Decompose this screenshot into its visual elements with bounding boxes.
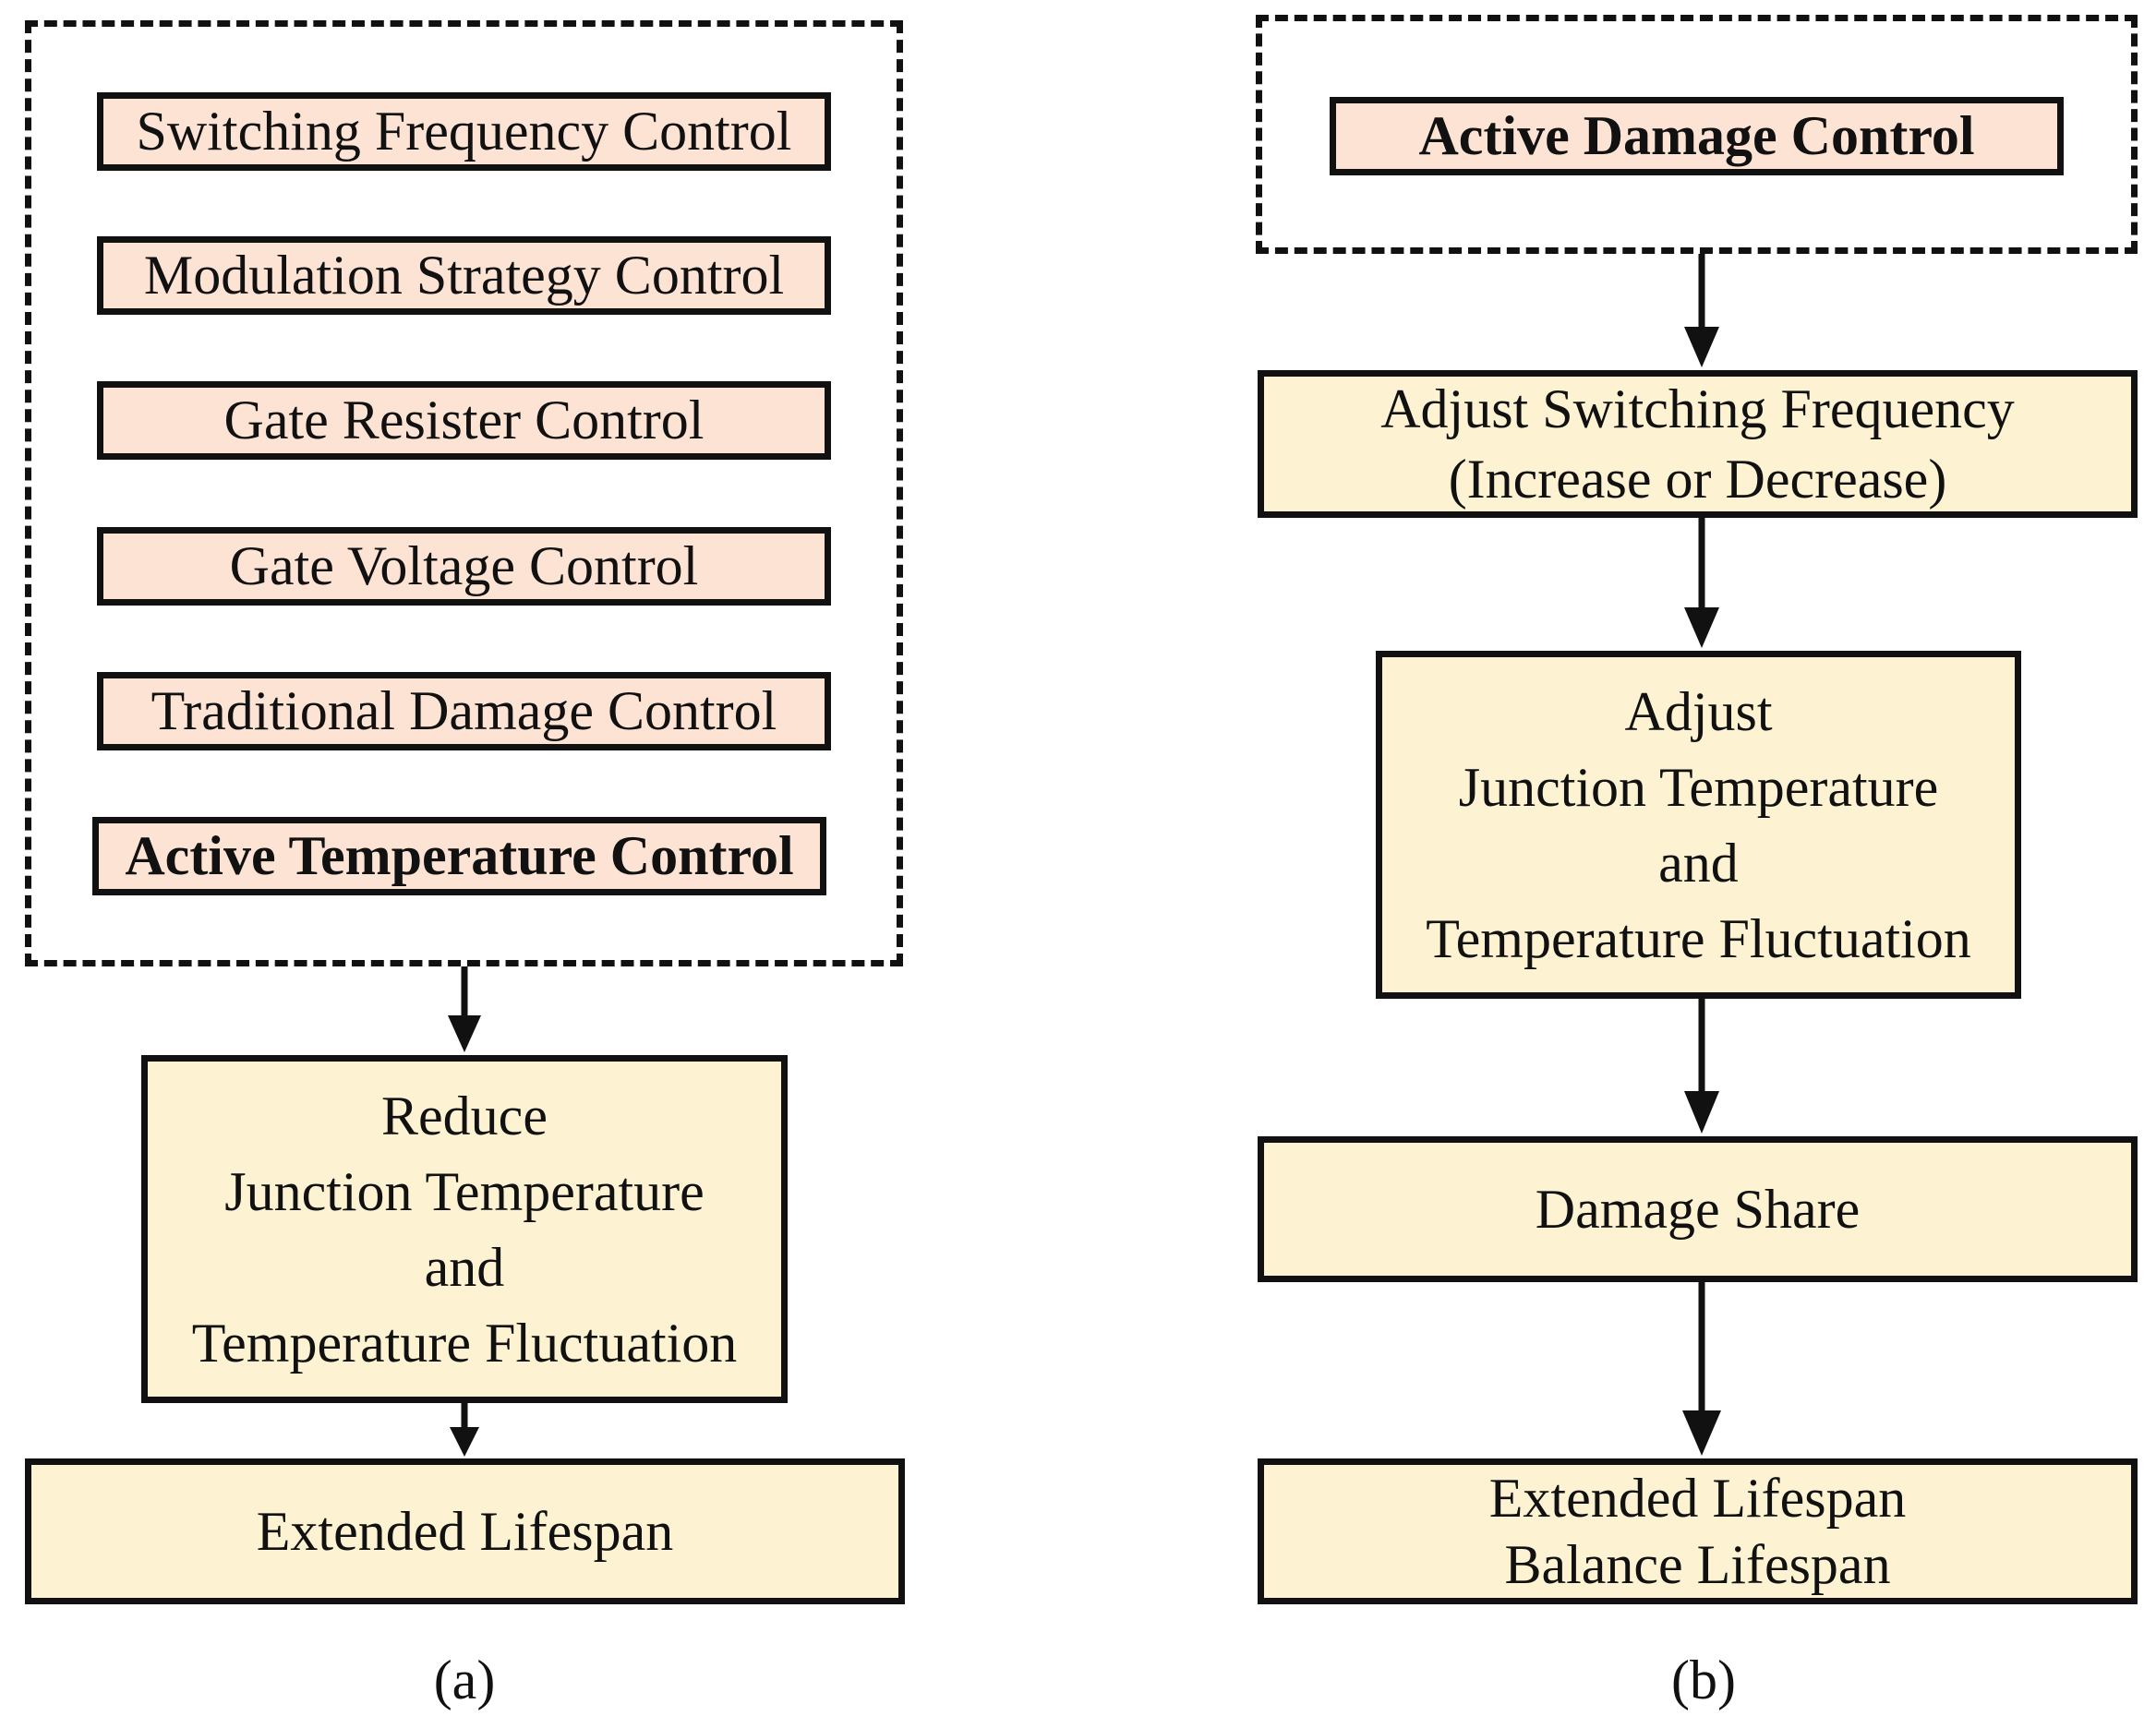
reduce-line-1: Reduce xyxy=(381,1085,548,1146)
arrowhead-group-to-reduce xyxy=(448,1015,481,1052)
modulation-strategy-control-box: Modulation Strategy Control xyxy=(97,236,831,315)
extended-lifespan-label-b: Extended Lifespan xyxy=(1488,1468,1907,1529)
adjust-switching-frequency-box: Adjust Switching Frequency (Increase or … xyxy=(1258,370,2138,518)
adjust-frequency-line-2: (Increase or Decrease) xyxy=(1448,449,1947,510)
adjust-line-2: Junction Temperature xyxy=(1458,756,1939,818)
adjust-temperature-box: Adjust Junction Temperature and Temperat… xyxy=(1376,651,2021,999)
arrowhead-frequency-to-temperature xyxy=(1684,607,1719,648)
active-temperature-control-box: Active Temperature Control xyxy=(92,817,826,895)
modulation-strategy-control-label: Modulation Strategy Control xyxy=(143,245,785,306)
active-damage-control-label: Active Damage Control xyxy=(1418,105,1975,166)
panel-b-control-method-group xyxy=(1256,15,2138,254)
panel-b-label: (b) xyxy=(1671,1650,1736,1710)
reduce-line-4: Temperature Fluctuation xyxy=(191,1312,738,1374)
active-damage-control-box: Active Damage Control xyxy=(1330,97,2064,175)
damage-share-box: Damage Share xyxy=(1258,1136,2138,1282)
traditional-damage-control-label: Traditional Damage Control xyxy=(151,680,777,741)
balance-lifespan-label: Balance Lifespan xyxy=(1504,1534,1891,1595)
gate-resister-control-label: Gate Resister Control xyxy=(223,390,705,450)
arrowhead-reduce-to-lifespan xyxy=(450,1427,479,1457)
panel-a-control-methods-group xyxy=(25,20,903,966)
panel-a-label: (a) xyxy=(433,1650,496,1710)
gate-resister-control-box: Gate Resister Control xyxy=(97,381,831,460)
reduce-line-3: and xyxy=(424,1236,505,1298)
switching-frequency-control-box: Switching Frequency Control xyxy=(97,92,831,171)
gate-voltage-control-box: Gate Voltage Control xyxy=(97,527,831,606)
extended-balance-lifespan-box: Extended Lifespan Balance Lifespan xyxy=(1258,1458,2138,1604)
reduce-temperature-box: Reduce Junction Temperature and Temperat… xyxy=(141,1055,788,1403)
arrowhead-group-to-frequency xyxy=(1684,327,1719,367)
adjust-frequency-line-1: Adjust Switching Frequency xyxy=(1380,378,2015,439)
active-temperature-control-label: Active Temperature Control xyxy=(125,825,794,886)
arrowhead-damage-share-to-lifespan xyxy=(1682,1410,1721,1456)
arrowhead-temperature-to-damage-share xyxy=(1684,1091,1719,1134)
adjust-line-4: Temperature Fluctuation xyxy=(1426,907,1971,969)
adjust-line-1: Adjust xyxy=(1624,680,1773,742)
traditional-damage-control-box: Traditional Damage Control xyxy=(97,672,831,750)
adjust-line-3: and xyxy=(1658,832,1739,894)
extended-lifespan-label-a: Extended Lifespan xyxy=(256,1500,674,1562)
reduce-line-2: Junction Temperature xyxy=(224,1160,705,1222)
gate-voltage-control-label: Gate Voltage Control xyxy=(229,535,699,596)
switching-frequency-control-label: Switching Frequency Control xyxy=(136,101,792,162)
extended-lifespan-box-a: Extended Lifespan xyxy=(25,1458,905,1604)
damage-share-label: Damage Share xyxy=(1535,1178,1861,1240)
